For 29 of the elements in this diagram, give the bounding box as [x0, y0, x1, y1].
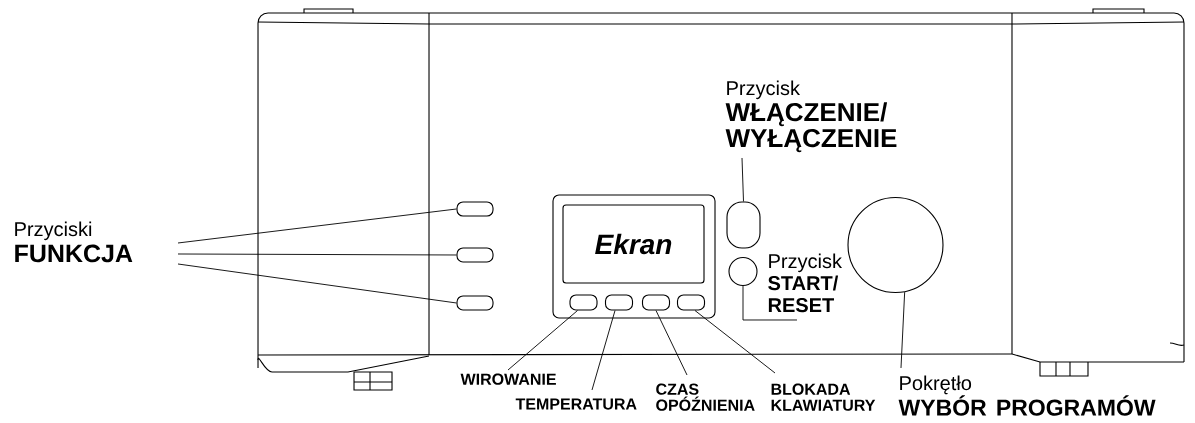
display-button — [569, 294, 598, 311]
leader-line — [177, 208, 457, 244]
function-button — [456, 295, 494, 311]
program-knob — [847, 196, 944, 294]
callout-label: TEMPERATURA — [515, 398, 637, 410]
leader-line — [741, 157, 744, 202]
leader-line — [694, 310, 776, 374]
callout-label: Przycisk START/ RESET — [768, 253, 842, 313]
callout-label: Pokrętło WYBÓR PROGRAMÓW — [898, 375, 1156, 416]
power-button — [726, 201, 761, 249]
callout-label: Przycisk WŁĄCZENIE/ WYŁĄCZENIE — [725, 80, 897, 153]
leader-line — [591, 310, 616, 391]
leader-line — [900, 291, 906, 369]
leader-line — [507, 310, 578, 371]
leader-line — [177, 263, 457, 304]
display-screen: Ekran — [562, 204, 705, 284]
leader-line — [655, 310, 688, 376]
callout-label: WIROWANIE — [460, 373, 556, 385]
function-button — [456, 247, 494, 263]
callout-label: Przyciski FUNKCJA — [15, 221, 133, 263]
start-button — [728, 256, 758, 287]
callout-label: CZAS OPÓŹNIENIA — [656, 383, 755, 411]
display-button — [604, 294, 634, 311]
callout-label: BLOKADA KLAWIATURY — [771, 383, 876, 411]
display-button — [641, 294, 671, 311]
function-button — [456, 201, 494, 217]
display-button — [676, 294, 706, 311]
leader-line — [177, 253, 457, 256]
leader-line — [742, 285, 798, 321]
